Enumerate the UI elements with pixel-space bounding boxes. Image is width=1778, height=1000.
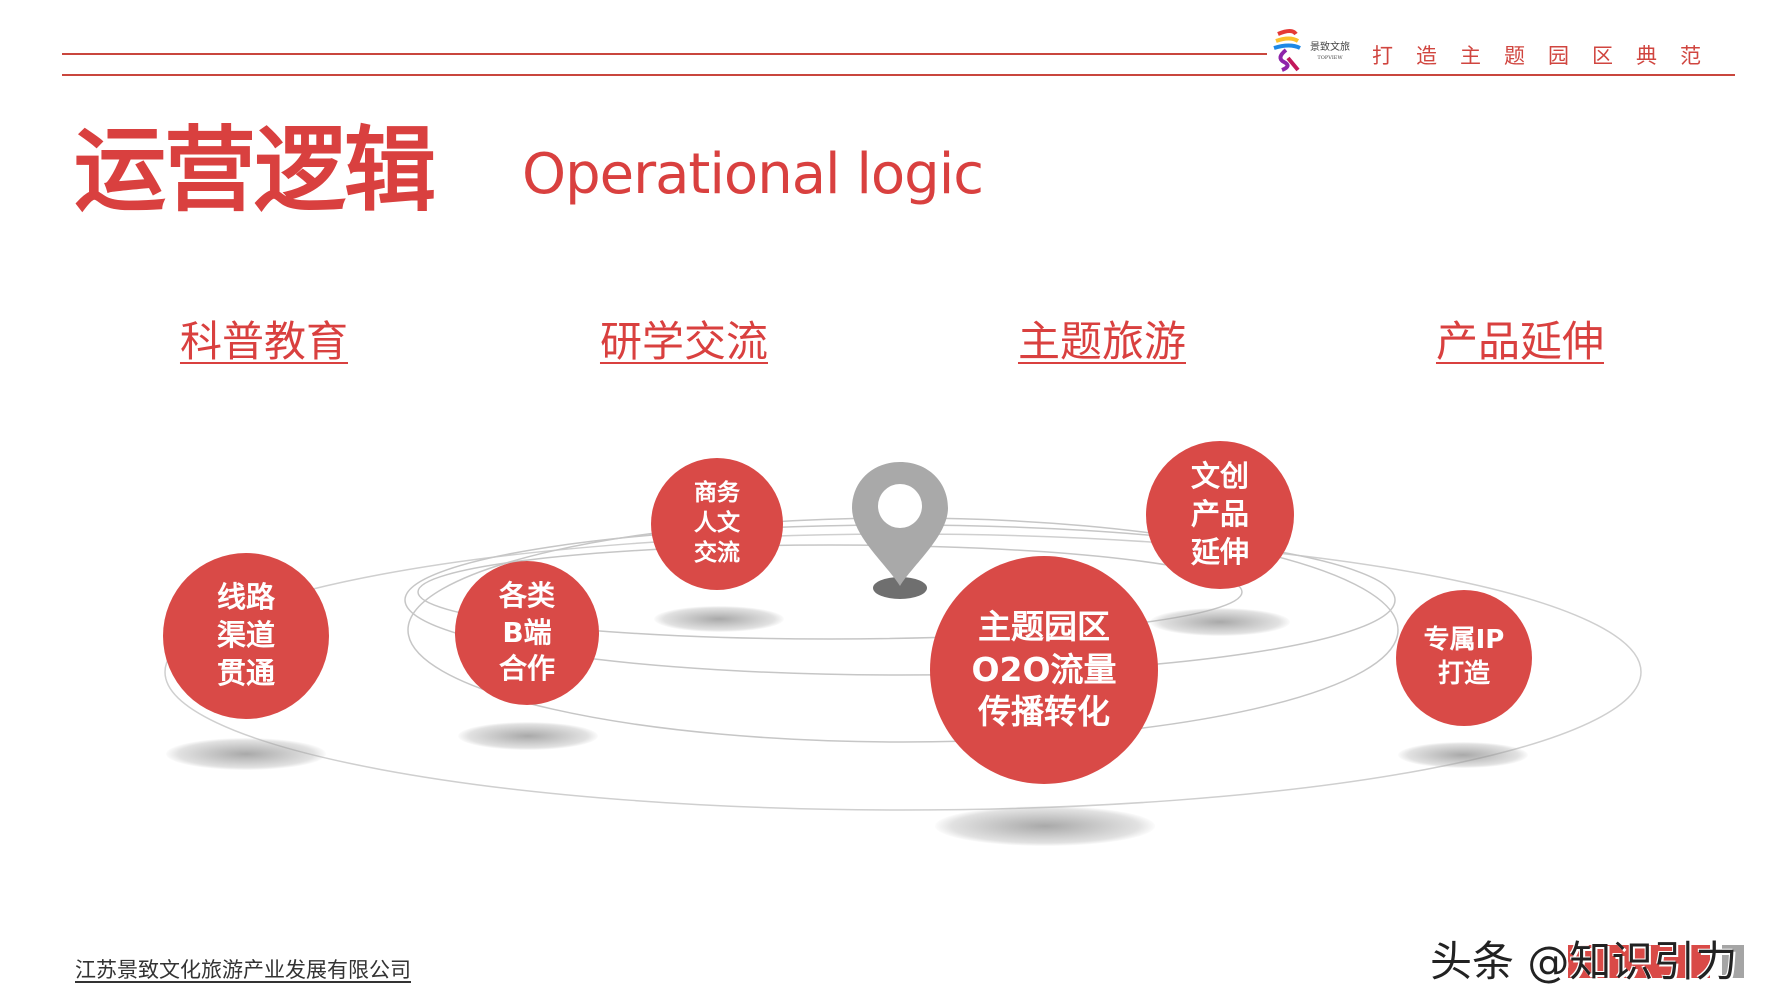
page-title-cn: 运营逻辑 bbox=[74, 116, 436, 224]
orbit-ring-inner bbox=[417, 544, 1243, 640]
page-title-en: Operational logic bbox=[522, 142, 984, 207]
location-pin-icon bbox=[848, 458, 952, 604]
header-line-bottom bbox=[62, 74, 1735, 76]
bubble-shadow bbox=[458, 722, 598, 750]
header-line-top bbox=[62, 53, 1267, 55]
footer-red-bar bbox=[1568, 945, 1710, 978]
bubble-business-exchange: 商务人文交流 bbox=[651, 458, 783, 590]
bubble-shadow bbox=[935, 806, 1155, 846]
brand-logo-icon bbox=[1270, 28, 1304, 72]
watermark: 头条 @知识引力 bbox=[1430, 937, 1738, 986]
bubble-cultural-products: 文创产品延伸 bbox=[1146, 441, 1294, 589]
footer-company: 江苏景致文化旅游产业发展有限公司 bbox=[75, 958, 411, 982]
header-tagline: 打造主题园区典范 bbox=[1372, 44, 1724, 68]
footer-gray-bar bbox=[1722, 945, 1744, 978]
category-heading: 科普教育 bbox=[179, 317, 348, 366]
bubble-shadow bbox=[166, 738, 326, 770]
bubble-route-channel: 线路渠道贯通 bbox=[163, 553, 329, 719]
category-heading: 产品延伸 bbox=[1435, 317, 1604, 366]
category-heading: 研学交流 bbox=[599, 317, 768, 366]
bubble-shadow bbox=[1150, 608, 1290, 636]
category-heading: 主题旅游 bbox=[1017, 317, 1186, 366]
bubble-shadow bbox=[1398, 742, 1528, 768]
bubble-shadow bbox=[654, 606, 784, 632]
